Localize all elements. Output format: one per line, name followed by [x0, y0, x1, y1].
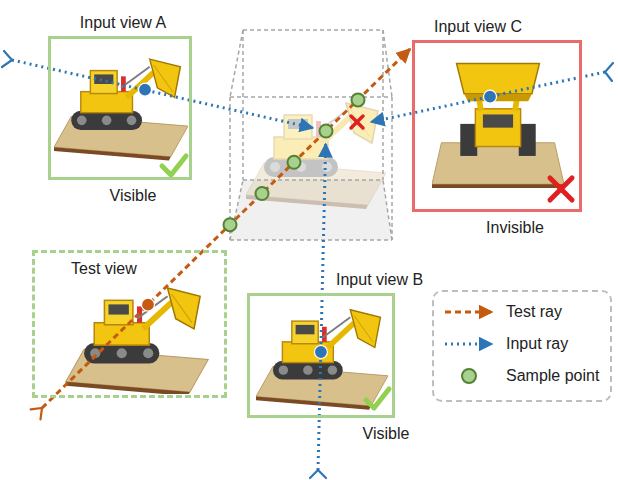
- legend-label: Sample point: [506, 366, 599, 385]
- sample-point-symbol: [462, 369, 476, 383]
- camera-symbols-part: [2, 51, 12, 67]
- view-panel: Input view AVisible: [48, 36, 192, 180]
- label-slot: Input view C: [432, 17, 524, 36]
- rays-part: [371, 72, 605, 122]
- occlusion-cross-part: [351, 116, 363, 128]
- view-label: Input view B: [334, 270, 425, 289]
- occlusion-cross-part: [351, 116, 363, 128]
- legend-sample: [442, 302, 496, 322]
- rays: [12, 49, 605, 470]
- view-label: Test view: [69, 259, 139, 278]
- test-ray-symbol: [445, 311, 492, 314]
- sample-points-part: [352, 93, 365, 106]
- sample-points: [224, 93, 365, 231]
- legend-sample: [442, 366, 496, 386]
- scene-volume-part-part: [230, 30, 243, 97]
- visibility-marks-part: [162, 156, 186, 175]
- sample-points-part: [256, 187, 269, 200]
- view-images-part: [54, 59, 188, 160]
- sample-points-part: [224, 218, 237, 231]
- scene-volume-part-part: [243, 29, 383, 31]
- occlusion-cross: [351, 116, 363, 128]
- camera-symbols-part: [310, 470, 326, 478]
- scene-volume-part-part: [382, 30, 384, 180]
- camera-symbols-part: [31, 408, 42, 419]
- scene-volume-part-part: [242, 30, 244, 180]
- pixel-dots-part: [484, 90, 497, 103]
- pixel-dots-part: [139, 83, 152, 96]
- view-panel: Input view CInvisible: [412, 40, 582, 212]
- scene-volume-part-part: [383, 180, 392, 240]
- view-images-part: [66, 288, 209, 396]
- legend-row: Input ray: [442, 332, 568, 356]
- scene-volume-part-part: [383, 30, 392, 97]
- label-slot: Visible: [108, 186, 159, 205]
- view-panel: Input view BVisible: [247, 293, 395, 418]
- legend-row: Sample point: [442, 364, 599, 388]
- scene-volume-part: [230, 30, 392, 240]
- scene-volume-part: [246, 103, 386, 209]
- sample-points-part: [320, 125, 333, 138]
- pixel-dots-part: [314, 346, 327, 359]
- view-label: Input view C: [432, 17, 524, 36]
- sample-points-part: [288, 156, 301, 169]
- camera-symbols: [2, 51, 613, 478]
- scene-volume-part-part: [230, 239, 392, 241]
- label-slot: Input view A: [78, 13, 168, 32]
- pixel-dots-part: [142, 298, 155, 311]
- visibility-label: Invisible: [484, 218, 546, 237]
- visibility-label: Visible: [108, 186, 159, 205]
- label-slot: Input view B: [334, 270, 425, 289]
- legend-label: Test ray: [506, 302, 562, 321]
- legend-box: Test rayInput raySample point: [432, 290, 612, 402]
- label-slot: Test view: [69, 259, 139, 278]
- rays-part: [318, 144, 326, 470]
- visibility-marks-part: [550, 178, 572, 200]
- rays-part: [12, 60, 313, 128]
- scene-volume-part-part: [243, 179, 383, 181]
- legend-sample: [442, 334, 496, 354]
- scene-volume: [230, 30, 392, 240]
- label-slot: Invisible: [484, 218, 546, 237]
- view-images-part: [432, 64, 564, 188]
- visibility-label: Visible: [361, 424, 412, 443]
- legend-row: Test ray: [442, 300, 562, 324]
- visibility-marks-part: [550, 178, 572, 200]
- input-ray-symbol: [445, 343, 492, 346]
- view-label: Input view A: [78, 13, 168, 32]
- visibility-marks-part: [366, 389, 389, 408]
- legend-label: Input ray: [506, 334, 568, 353]
- scene-volume-part-part: [230, 96, 392, 98]
- view-panel: Test view: [32, 250, 227, 398]
- camera-symbols-part: [605, 63, 613, 81]
- label-slot: Visible: [361, 424, 412, 443]
